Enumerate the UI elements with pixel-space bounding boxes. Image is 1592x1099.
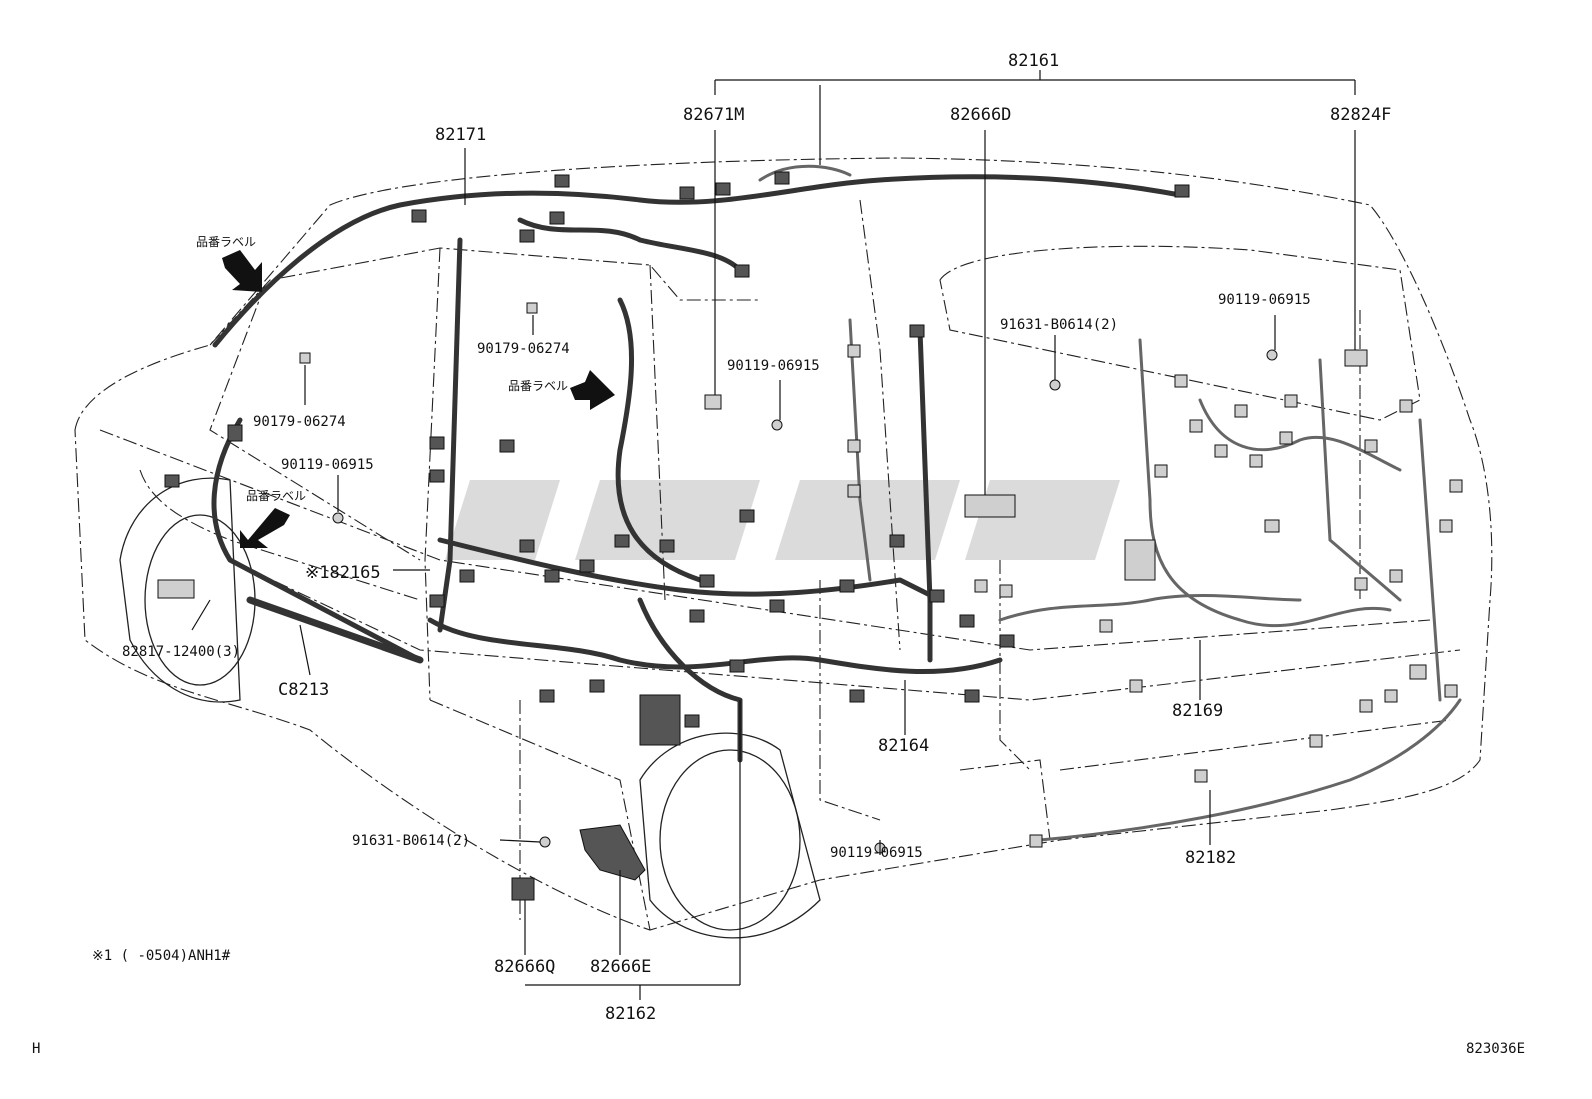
label-c8213: C8213 <box>278 680 329 700</box>
label-82165: ※182165 <box>305 563 381 583</box>
arrow-label-2 <box>570 370 615 410</box>
part-number-label-note-2: 品番ラベル <box>508 379 568 393</box>
label-82666e: 82666E <box>590 957 651 977</box>
watermark <box>445 480 1120 560</box>
label-82161: 82161 <box>1008 51 1059 71</box>
label-90179-a: 90179-06274 <box>477 341 570 357</box>
label-82169: 82169 <box>1172 701 1223 721</box>
label-82671m: 82671M <box>683 105 744 125</box>
harness-lines <box>211 164 1462 842</box>
footnote: ※1 ( -0504)ANH1# <box>92 948 231 964</box>
corner-code-left: H <box>32 1041 40 1057</box>
label-91631-a: 91631-B0614(2) <box>1000 317 1118 333</box>
arrow-label-3 <box>240 508 290 548</box>
part-labels: 82161 82671M 82666D 82824F 82171 90119-0… <box>32 51 1525 1057</box>
arrow-label-1 <box>222 250 262 292</box>
label-82666d: 82666D <box>950 105 1011 125</box>
label-82817: 82817-12400(3) <box>122 644 240 660</box>
label-91631-b: 91631-B0614(2) <box>352 833 470 849</box>
label-90119-d: 90119-06915 <box>830 845 923 861</box>
bracket-82666e <box>579 824 646 881</box>
label-82162: 82162 <box>605 1004 656 1024</box>
leader-lines <box>191 70 1356 1000</box>
rear-wheel <box>639 732 821 939</box>
label-82171: 82171 <box>435 125 486 145</box>
label-90119-b: 90119-06915 <box>727 358 820 374</box>
connectors <box>157 171 1463 901</box>
label-90179-b: 90179-06274 <box>253 414 346 430</box>
label-82666q: 82666Q <box>494 957 555 977</box>
label-90119-a: 90119-06915 <box>1218 292 1311 308</box>
diagram-code: 823036E <box>1466 1041 1525 1057</box>
label-82182: 82182 <box>1185 848 1236 868</box>
label-90119-c: 90119-06915 <box>281 457 374 473</box>
part-number-label-note-1: 品番ラベル <box>196 235 256 249</box>
label-82824f: 82824F <box>1330 105 1391 125</box>
vehicle-outline <box>74 157 1493 931</box>
part-number-label-note-3: 品番ラベル <box>246 489 306 503</box>
label-82164: 82164 <box>878 736 929 756</box>
